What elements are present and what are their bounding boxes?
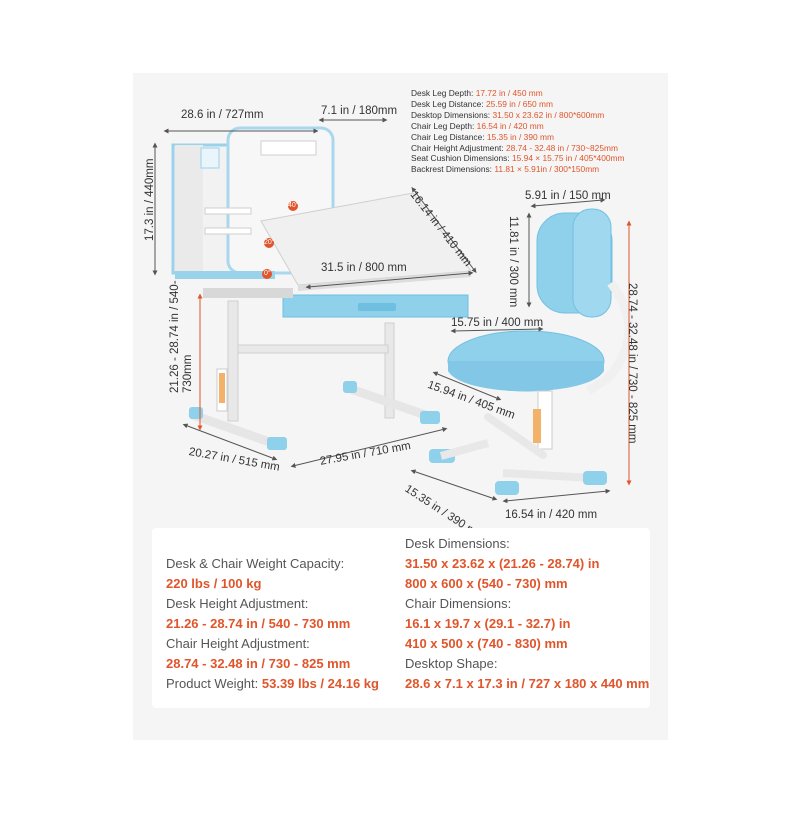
desk-width-label: 28.6 in / 727mm <box>181 109 264 121</box>
backrest-height-label: 11.81 in / 300 mm <box>507 216 519 308</box>
chair-dimensions-value-mm: 410 x 500 x (740 - 830) mm <box>405 636 568 651</box>
desktop-shape-label: Desktop Shape: <box>405 656 498 671</box>
chair-height-adjust-value: 28.74 - 32.48 in / 730 - 825 mm <box>166 656 351 671</box>
spec-row: Desk Leg Depth: 17.72 in / 450 mm <box>411 88 543 98</box>
desk-height-adjust-label: Desk Height Adjustment: <box>166 596 309 611</box>
desk-dimensions-label: Desk Dimensions: <box>405 536 510 551</box>
desk-chair-illustration <box>152 117 634 504</box>
product-weight-value: 53.39 lbs / 24.16 kg <box>261 676 379 691</box>
spec-column-right: Desk Dimensions: 31.50 x 23.62 x (21.26 … <box>405 534 649 694</box>
angle-0-label: 0° <box>264 270 271 277</box>
spec-row: Seat Cushion Dimensions: 15.94 × 15.75 i… <box>411 153 625 164</box>
product-weight-row: Product Weight: 53.39 lbs / 24.16 kg <box>166 674 379 694</box>
spec-column-left: Desk & Chair Weight Capacity: 220 lbs / … <box>166 554 379 694</box>
top-spec-list: Desk Leg Depth: 17.72 in / 450 mm Desk L… <box>411 88 624 175</box>
spec-row: Backrest Dimensions: 11.81 × 5.91in / 30… <box>411 164 600 175</box>
desk-dimensions-value-in: 31.50 x 23.62 x (21.26 - 28.74) in <box>405 556 600 571</box>
dimension-lines <box>152 117 632 504</box>
capacity-value: 220 lbs / 100 kg <box>166 576 262 591</box>
angle-20-label: 20° <box>264 239 275 246</box>
chair-height-label: 28.74 - 32.48 in / 730 - 825 mm <box>626 283 638 444</box>
shelf-height-label: 17.3 in / 440mm <box>144 158 156 241</box>
spec-row: Chair Leg Depth: 16.54 in / 420 mm <box>411 120 544 131</box>
desk-height-adjust-value: 21.26 - 28.74 in / 540 - 730 mm <box>166 616 351 631</box>
angle-40-label: 40° <box>288 202 299 209</box>
capacity-label: Desk & Chair Weight Capacity: <box>166 556 345 571</box>
desktop-width-label: 31.5 in / 800 mm <box>321 262 407 274</box>
shelf-depth-label: 7.1 in / 180mm <box>321 105 398 117</box>
spec-row: Chair Height Adjustment: 28.74 - 32.48 i… <box>411 142 618 153</box>
backrest-width-label: 5.91 in / 150 mm <box>525 190 611 202</box>
product-weight-label: Product Weight: <box>166 676 262 691</box>
product-spec-card: Desk Leg Depth: 17.72 in / 450 mm Desk L… <box>133 73 668 740</box>
spec-row: Desk Leg Distance: 25.59 in / 650 mm <box>411 98 553 109</box>
seat-width-label: 15.75 in / 400 mm <box>451 317 544 329</box>
desktop-shape-value: 28.6 x 7.1 x 17.3 in / 727 x 180 x 440 m… <box>405 676 650 691</box>
chair-height-adjust-label: Chair Height Adjustment: <box>166 636 310 651</box>
chair-dimensions-value-in: 16.1 x 19.7 x (29.1 - 32.7) in <box>405 616 571 631</box>
desk-height-label: 21.26 - 28.74 in / 540-730mm <box>169 280 194 393</box>
chair-dimensions-label: Chair Dimensions: <box>405 596 512 611</box>
desk <box>171 126 472 450</box>
spec-row: Desktop Dimensions: 31.50 x 23.62 in / 8… <box>411 109 605 120</box>
spec-row: Chair Leg Distance: 15.35 in / 390 mm <box>411 131 554 142</box>
desk-dimensions-value-mm: 800 x 600 x (540 - 730) mm <box>405 576 568 591</box>
chair-base-width-label: 16.54 in / 420 mm <box>505 509 598 521</box>
spec-panel: Desk & Chair Weight Capacity: 220 lbs / … <box>152 528 650 708</box>
